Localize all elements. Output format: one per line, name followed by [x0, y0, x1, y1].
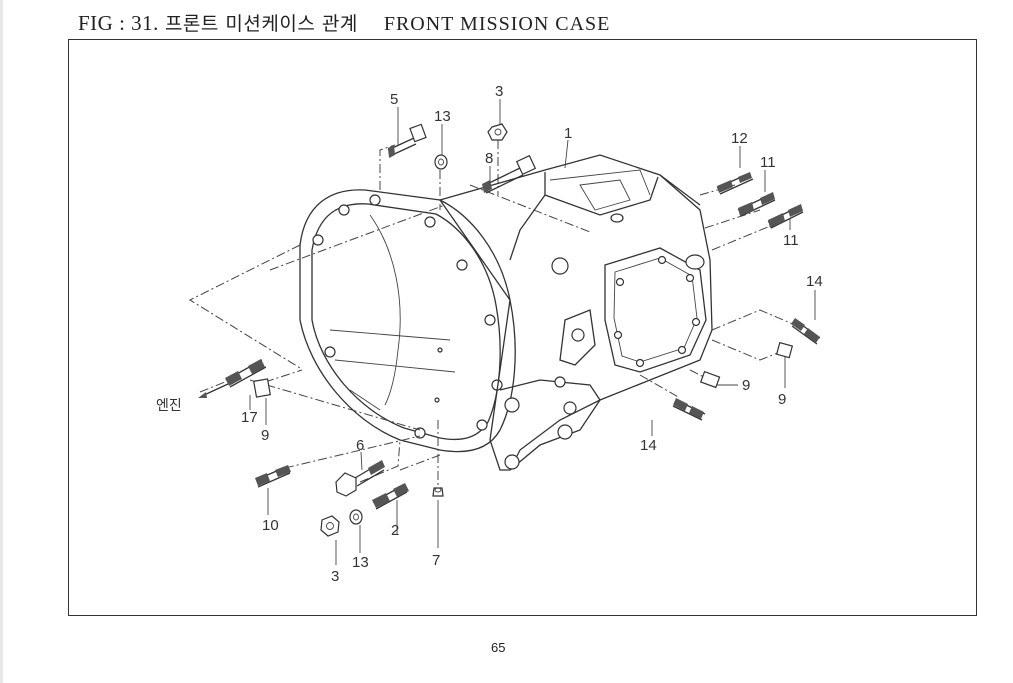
scan-edge [0, 0, 3, 683]
label-part-9-right: 9 [778, 391, 786, 408]
mission-case-body [438, 154, 713, 471]
label-part-17: 17 [241, 409, 258, 426]
bell-housing [299, 189, 516, 453]
label-part-3-top: 3 [495, 83, 503, 100]
part-14-stud-lower [672, 398, 706, 421]
part-2-stud [372, 483, 409, 510]
label-part-6: 6 [356, 437, 364, 454]
label-part-7: 7 [432, 552, 440, 569]
figure-title-english: FRONT MISSION CASE [383, 13, 611, 35]
label-part-11-bottom: 11 [783, 232, 799, 249]
label-part-14-lower: 14 [640, 437, 657, 454]
part-13-washer-lower [349, 509, 363, 525]
part-17-stud [225, 359, 267, 388]
part-12-stud [716, 172, 754, 195]
part-labels: 1 2 3 3 5 6 7 8 9 9 9 10 11 11 12 13 13 … [156, 83, 823, 585]
figure-number: FIG : 31. [78, 11, 159, 35]
engine-arrow-head [198, 392, 207, 398]
part-11-stud-b [767, 204, 804, 229]
label-part-13-top: 13 [434, 108, 451, 125]
part-9-pin-right [775, 341, 794, 359]
label-part-3-bottom: 3 [331, 568, 339, 585]
label-part-9-left: 9 [261, 427, 269, 444]
part-5-bolt [387, 123, 427, 158]
label-part-8: 8 [485, 150, 493, 167]
label-part-13-bottom: 13 [352, 554, 369, 571]
figure-title: FIG : 31.프론트 미션케이스 관계 FRONT MISSION CASE [78, 9, 610, 36]
part-9-pin-middle [700, 370, 721, 389]
label-part-14-right: 14 [806, 273, 823, 290]
part-6-bolt [335, 460, 385, 497]
part-14-stud-right [791, 318, 821, 345]
part-3-nut-lower [320, 515, 340, 537]
part-11-stud-a [737, 192, 776, 217]
part-7-plug [432, 397, 444, 497]
label-part-1: 1 [564, 125, 572, 142]
diagram-frame [68, 39, 977, 616]
part-9-pin-left [253, 378, 271, 398]
page-number: 65 [491, 640, 506, 655]
label-part-12: 12 [731, 130, 748, 147]
part-13-washer-top [434, 154, 448, 170]
label-part-2: 2 [391, 522, 399, 539]
part-3-nut-top [487, 123, 508, 141]
label-engine: 엔진 [156, 398, 182, 414]
part-10-stud [255, 465, 291, 488]
label-part-10: 10 [262, 517, 279, 534]
label-part-9-middle: 9 [742, 377, 750, 394]
leader-lines [249, 99, 816, 565]
hardware-parts [198, 123, 821, 537]
assembly-lines [188, 140, 796, 488]
label-part-11-top: 11 [760, 154, 776, 171]
part-8-bolt [482, 154, 537, 194]
label-part-5: 5 [390, 91, 398, 108]
figure-title-korean: 프론트 미션케이스 관계 [164, 13, 358, 35]
